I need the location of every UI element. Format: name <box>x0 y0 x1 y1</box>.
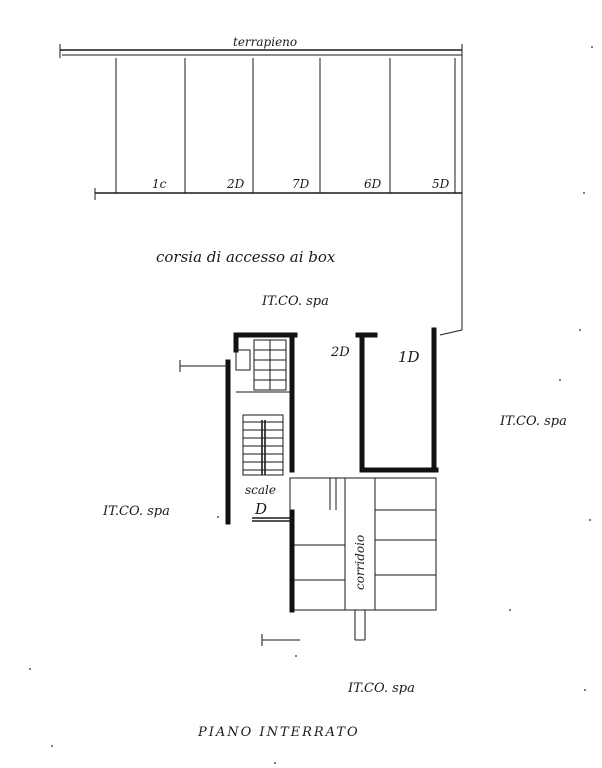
box-label: 2D <box>330 345 350 360</box>
owner-label-right: IT.CO. spa <box>499 414 567 429</box>
garage-row <box>59 44 463 336</box>
box-label: 7D <box>292 177 310 191</box>
plan-title: PIANO INTERRATO <box>197 725 360 740</box>
owner-label-left: IT.CO. spa <box>102 504 170 519</box>
stairs-letter: D <box>254 500 267 518</box>
basement-block <box>179 327 439 646</box>
stairs-label: scale <box>245 483 276 497</box>
box-label: 5D <box>432 177 450 191</box>
scan-specks <box>29 46 593 764</box>
box-label: 1D <box>398 348 420 366</box>
box-label: 1c <box>152 177 167 191</box>
access-lane-label: corsia di accesso ai box <box>156 248 336 266</box>
box-label: 6D <box>364 177 382 191</box>
owner-label-top: IT.CO. spa <box>261 294 329 309</box>
box-label: 2D <box>226 177 245 191</box>
corridor-label: corridoio <box>353 535 367 590</box>
terrapieno-label: terrapieno <box>233 35 297 49</box>
owner-label-bottom: IT.CO. spa <box>347 681 415 696</box>
